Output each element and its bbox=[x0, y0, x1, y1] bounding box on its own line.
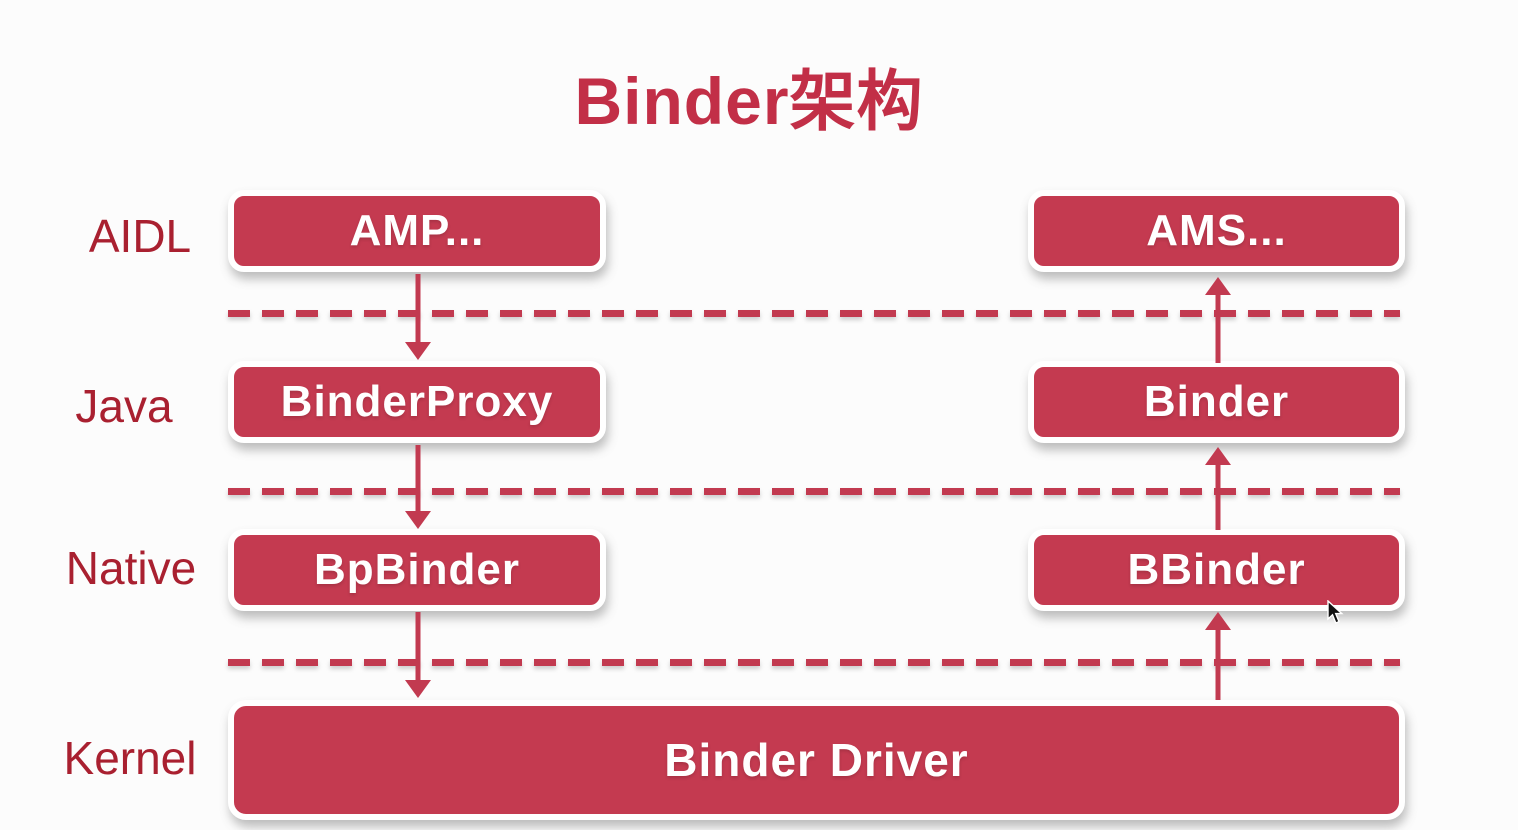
arrow-binder-to-ams bbox=[1204, 277, 1232, 363]
dashed-separator-aidl-java bbox=[228, 310, 1400, 317]
arrow-amp-to-binderproxy bbox=[404, 274, 432, 360]
layer-label-aidl: AIDL bbox=[88, 210, 192, 262]
layer-label-java: Java bbox=[75, 380, 173, 432]
page-title: Binder架构 bbox=[574, 64, 924, 138]
arrow-binderproxy-to-bpbinder bbox=[404, 445, 432, 529]
layer-label-kernel: Kernel bbox=[63, 732, 197, 784]
arrow-bpbinder-to-binderdriver bbox=[404, 612, 432, 698]
dashed-separator-native-kernel bbox=[228, 659, 1400, 666]
arrow-bbinder-to-binder bbox=[1204, 447, 1232, 530]
box-binder-driver: Binder Driver bbox=[228, 700, 1405, 820]
box-binder: Binder bbox=[1028, 361, 1405, 443]
box-bbinder: BBinder bbox=[1028, 529, 1405, 611]
box-amp: AMP... bbox=[228, 190, 606, 272]
box-bpbinder: BpBinder bbox=[228, 529, 606, 611]
box-ams: AMS... bbox=[1028, 190, 1405, 272]
dashed-separator-java-native bbox=[228, 488, 1400, 495]
arrow-binderdriver-to-bbinder bbox=[1204, 612, 1232, 700]
layer-label-native: Native bbox=[65, 542, 197, 594]
box-binderproxy: BinderProxy bbox=[228, 361, 606, 443]
